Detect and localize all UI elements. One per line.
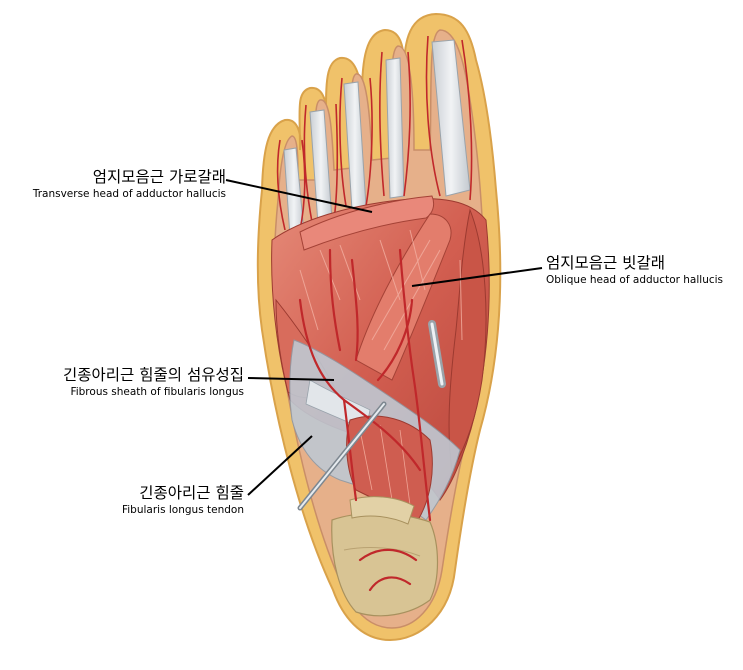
label-oblique-head: 엄지모음근 빗갈래 Oblique head of adductor hallu…: [546, 254, 724, 286]
leader-line-oblique-head: [411, 267, 543, 287]
label-fibrous-sheath: 긴종아리근 힘줄의 섬유성집 Fibrous sheath of fibular…: [6, 366, 244, 398]
label-fibularis-tendon: 긴종아리근 힘줄 Fibularis longus tendon: [60, 484, 244, 516]
label-fibrous-sheath-en: Fibrous sheath of fibularis longus: [70, 385, 244, 398]
label-transverse-head-en: Transverse head of adductor hallucis: [32, 187, 226, 200]
leader-lines: [225, 179, 543, 496]
label-transverse-head-ko: 엄지모음근 가로갈래: [92, 168, 226, 186]
label-oblique-head-ko: 엄지모음근 빗갈래: [546, 254, 666, 272]
leader-line-fibularis-tendon: [247, 435, 313, 496]
calcaneus-region: [331, 496, 439, 617]
label-transverse-head: 엄지모음근 가로갈래 Transverse head of adductor h…: [20, 168, 226, 200]
label-oblique-head-en: Oblique head of adductor hallucis: [546, 273, 724, 286]
label-fibularis-tendon-en: Fibularis longus tendon: [121, 503, 244, 516]
toe-vessels: [276, 35, 473, 231]
label-fibrous-sheath-ko: 긴종아리근 힘줄의 섬유성집: [63, 366, 244, 384]
label-fibularis-tendon-ko: 긴종아리근 힘줄: [139, 484, 244, 502]
leader-line-fibrous-sheath: [247, 377, 335, 381]
leader-line-transverse-head: [225, 179, 373, 213]
probe-instruments: [297, 320, 446, 511]
